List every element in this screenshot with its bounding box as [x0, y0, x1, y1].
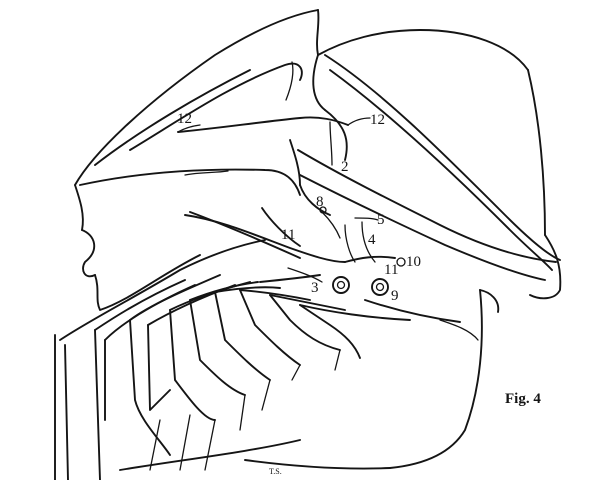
label-10: 10 [406, 254, 421, 270]
label-11-left: 11 [281, 227, 295, 243]
vessel-circles [319, 206, 406, 296]
figure-caption: Fig. 4 [505, 391, 541, 407]
gill-arches [54, 239, 411, 480]
upper-outline [74, 9, 546, 311]
label-5: 5 [377, 212, 385, 228]
label-9: 9 [391, 288, 399, 304]
nerve-12 [177, 116, 371, 166]
label-3: 3 [311, 280, 319, 296]
figure-labels: 12 12 2 8 5 4 11 11 10 3 9 [177, 111, 421, 304]
label-12-right: 12 [370, 112, 385, 128]
label-11-right: 11 [384, 262, 398, 278]
label-4: 4 [368, 232, 376, 248]
jaw-bar [289, 54, 562, 300]
label-12-left: 12 [177, 111, 192, 127]
artist-signature: T.S. [269, 467, 282, 476]
lower-right-outline [244, 289, 500, 470]
label-2: 2 [341, 159, 349, 175]
label-8: 8 [316, 194, 324, 210]
nerve-trunks [184, 207, 396, 283]
